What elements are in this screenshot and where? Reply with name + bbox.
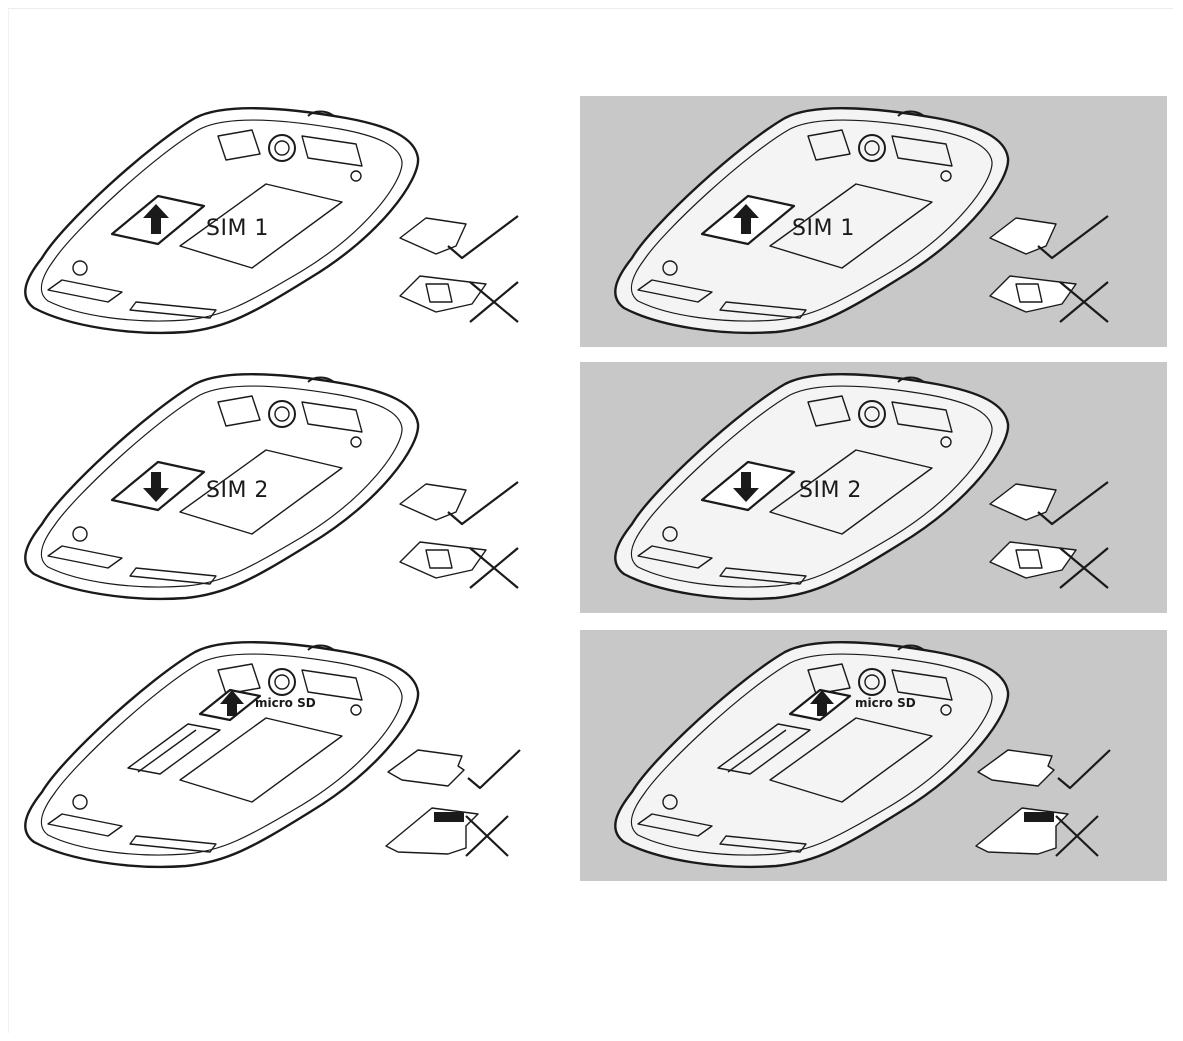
screw-right: [351, 171, 361, 181]
sim-slot-line: [138, 730, 196, 772]
slot-label-sim1: SIM 1: [206, 216, 269, 241]
phone-back-group: [25, 374, 518, 599]
cross-mark-icon: [1060, 548, 1108, 588]
check-mark-icon: [1058, 750, 1110, 788]
bottom-port: [48, 546, 122, 568]
panel-sim2-shaded: SIM 2: [580, 362, 1167, 613]
battery-compartment: [180, 718, 342, 802]
sim-card-correct: [990, 484, 1056, 520]
screw-left: [73, 261, 87, 275]
panel-sim1-shaded: SIM 1: [580, 96, 1167, 347]
panel-microsd-shaded: micro SD: [580, 630, 1167, 881]
phone-back-group: [615, 642, 1110, 867]
screw-right: [351, 437, 361, 447]
hardware-block-right: [302, 402, 362, 432]
microsd-card-correct: [978, 750, 1054, 786]
cross-mark-icon: [1056, 816, 1098, 856]
sim-card-incorrect: [990, 276, 1076, 312]
phone-microsd-illustration-shaded: [580, 630, 1167, 881]
phone-back-group: [25, 108, 518, 333]
bottom-port: [48, 280, 122, 302]
hardware-block-left: [218, 130, 260, 160]
phone-back-group: [615, 108, 1108, 333]
phone-inner-outline: [41, 654, 402, 855]
cross-mark-icon: [1060, 282, 1108, 322]
slot-label-sim2-shaded: SIM 2: [799, 478, 862, 503]
check-mark-icon: [468, 750, 520, 788]
phone-sim2-illustration: [0, 362, 587, 613]
cross-mark-icon: [470, 548, 518, 588]
camera-ring: [269, 669, 295, 695]
slot-label-sim1-shaded: SIM 1: [792, 216, 855, 241]
slot-label-microsd: micro SD: [255, 696, 316, 710]
microsd-contacts: [1024, 812, 1054, 822]
phone-sim2-illustration-shaded: [580, 362, 1167, 613]
phone-sim1-illustration-shaded: [580, 96, 1167, 347]
hardware-block-left: [218, 396, 260, 426]
microsd-card-incorrect: [386, 808, 478, 854]
screw-left: [73, 795, 87, 809]
sim-card-correct: [400, 484, 466, 520]
camera-ring: [269, 401, 295, 427]
microsd-card-correct: [388, 750, 464, 786]
screw-left: [73, 527, 87, 541]
slot-label-sim2: SIM 2: [206, 478, 269, 503]
phone-body-outline: [615, 642, 1008, 867]
sim-card-incorrect: [400, 542, 486, 578]
cross-mark-icon: [470, 282, 518, 322]
panel-sim1-plain: SIM 1: [0, 96, 587, 347]
phone-body-outline: [25, 642, 418, 867]
hardware-block-left: [218, 664, 260, 694]
camera-lens: [275, 141, 289, 155]
panel-sim2-plain: SIM 2: [0, 362, 587, 613]
screw-right: [351, 705, 361, 715]
bottom-port: [48, 814, 122, 836]
microsd-card-incorrect: [976, 808, 1068, 854]
panel-microsd-plain: micro SD: [0, 630, 587, 881]
sim-card-correct: [400, 218, 466, 254]
sim-slot-lower: [128, 724, 220, 774]
sim-card-correct: [990, 218, 1056, 254]
sim-chip-contacts: [426, 550, 452, 568]
camera-lens: [275, 675, 289, 689]
cross-mark-icon: [466, 816, 508, 856]
slot-label-microsd-shaded: micro SD: [855, 696, 916, 710]
speaker-grill: [130, 568, 216, 584]
camera-lens: [275, 407, 289, 421]
speaker-grill: [130, 836, 216, 852]
sim-card-incorrect: [400, 276, 486, 312]
phone-back-group: [25, 642, 520, 867]
camera-ring: [269, 135, 295, 161]
sim-chip-contacts: [426, 284, 452, 302]
microsd-contacts: [434, 812, 464, 822]
phone-sim1-illustration: [0, 96, 587, 347]
sim-card-incorrect: [990, 542, 1076, 578]
speaker-grill: [130, 302, 216, 318]
hardware-block-right: [302, 136, 362, 166]
phone-microsd-illustration: [0, 630, 587, 881]
